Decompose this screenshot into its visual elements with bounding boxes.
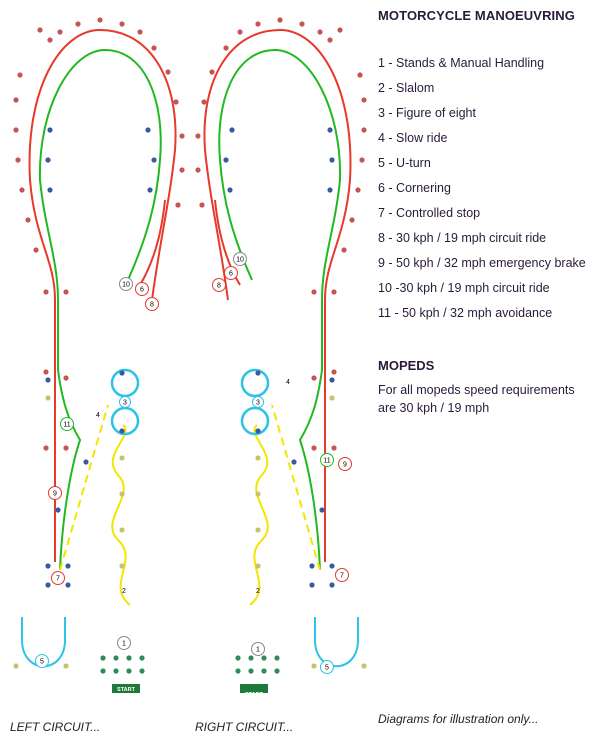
mopeds-text: For all mopeds speed requirements are 30… <box>378 381 592 417</box>
svg-text:9: 9 <box>343 462 347 469</box>
marker-6-left: 6 <box>135 282 149 296</box>
exercise-item: 1 - Stands & Manual Handling <box>378 56 545 70</box>
svg-text:3: 3 <box>123 400 127 407</box>
marker-1-left: 1 <box>117 636 131 650</box>
exercise-item: 2 - Slalom <box>378 81 435 95</box>
svg-text:4: 4 <box>286 379 290 386</box>
exercise-item: 4 - Slow ride <box>378 131 448 145</box>
marker-2-right: 2 <box>256 588 260 595</box>
mopeds-line-1: For all mopeds speed requirements <box>378 383 575 397</box>
svg-text:2: 2 <box>256 588 260 595</box>
svg-text:9: 9 <box>53 491 57 498</box>
exercise-list: 1 - Stands & Manual Handling 2 - Slalom … <box>378 51 592 326</box>
left-circuit <box>12 16 186 695</box>
svg-text:11: 11 <box>63 422 70 429</box>
svg-text:7: 7 <box>56 576 60 583</box>
marker-7-left: 7 <box>51 571 65 585</box>
right-circuit-caption: RIGHT CIRCUIT... <box>195 720 294 734</box>
svg-text:5: 5 <box>325 665 329 672</box>
marker-8-right: 8 <box>212 278 226 292</box>
svg-text:10: 10 <box>122 282 130 289</box>
marker-9-right: 9 <box>338 457 352 471</box>
marker-10-right: 10 <box>233 252 247 266</box>
illustration-note: Diagrams for illustration only... <box>378 712 539 726</box>
svg-text:4: 4 <box>96 412 100 419</box>
exercise-item: 11 - 50 kph / 32 mph avoidance <box>378 306 553 320</box>
marker-11-right: 11 <box>320 453 334 467</box>
svg-text:3: 3 <box>256 400 260 407</box>
mopeds-title: MOPEDS <box>378 358 435 373</box>
marker-10-left: 10 <box>119 277 133 291</box>
manoeuvring-diagram: 10 6 8 11 9 7 3 4 2 5 1 START 10 6 8 11 … <box>12 16 368 698</box>
marker-5-right: 5 <box>320 660 334 674</box>
exercise-item: 5 - U-turn <box>378 156 431 170</box>
svg-text:1: 1 <box>122 641 126 648</box>
svg-text:8: 8 <box>150 302 154 309</box>
start-label-left: START <box>117 687 136 693</box>
legend-title: MOTORCYCLE MANOEUVRING <box>378 8 575 23</box>
marker-4-left: 4 <box>96 412 100 419</box>
svg-text:10: 10 <box>236 257 244 264</box>
exercise-item: 9 - 50 kph / 32 mph emergency brake <box>378 256 586 270</box>
marker-9-left: 9 <box>48 486 62 500</box>
exercise-item: 7 - Controlled stop <box>378 206 481 220</box>
marker-3-left: 3 <box>119 396 131 408</box>
marker-5-left: 5 <box>35 654 49 668</box>
svg-text:11: 11 <box>323 458 330 465</box>
mopeds-line-2: are 30 kph / 19 mph <box>378 401 490 415</box>
legend-panel: MOTORCYCLE MANOEUVRING 1 - Stands & Manu… <box>378 8 592 417</box>
svg-text:6: 6 <box>140 287 144 294</box>
svg-text:6: 6 <box>229 271 233 278</box>
left-circuit-caption: LEFT CIRCUIT... <box>10 720 101 734</box>
marker-11-left: 11 <box>60 417 74 431</box>
marker-6-right: 6 <box>224 266 238 280</box>
exercise-item: 6 - Cornering <box>378 181 451 195</box>
marker-8-left: 8 <box>145 297 159 311</box>
svg-text:1: 1 <box>256 647 260 654</box>
marker-2-left: 2 <box>122 588 126 595</box>
marker-7-right: 7 <box>335 568 349 582</box>
right-markers: 10 6 8 11 9 7 3 4 2 5 1 START <box>212 252 352 698</box>
svg-text:7: 7 <box>340 573 344 580</box>
svg-text:2: 2 <box>122 588 126 595</box>
left-markers: 10 6 8 11 9 7 3 4 2 5 1 START <box>35 277 159 693</box>
marker-3-right: 3 <box>252 396 264 408</box>
exercise-item: 3 - Figure of eight <box>378 106 476 120</box>
marker-4-right: 4 <box>286 379 290 386</box>
marker-1-right: 1 <box>251 642 265 656</box>
start-label-right: START <box>245 692 264 698</box>
right-circuit <box>194 16 368 695</box>
svg-text:8: 8 <box>217 283 221 290</box>
exercise-item: 8 - 30 kph / 19 mph circuit ride <box>378 231 547 245</box>
exercise-item: 10 -30 kph / 19 mph circuit ride <box>378 281 550 295</box>
svg-text:5: 5 <box>40 659 44 666</box>
